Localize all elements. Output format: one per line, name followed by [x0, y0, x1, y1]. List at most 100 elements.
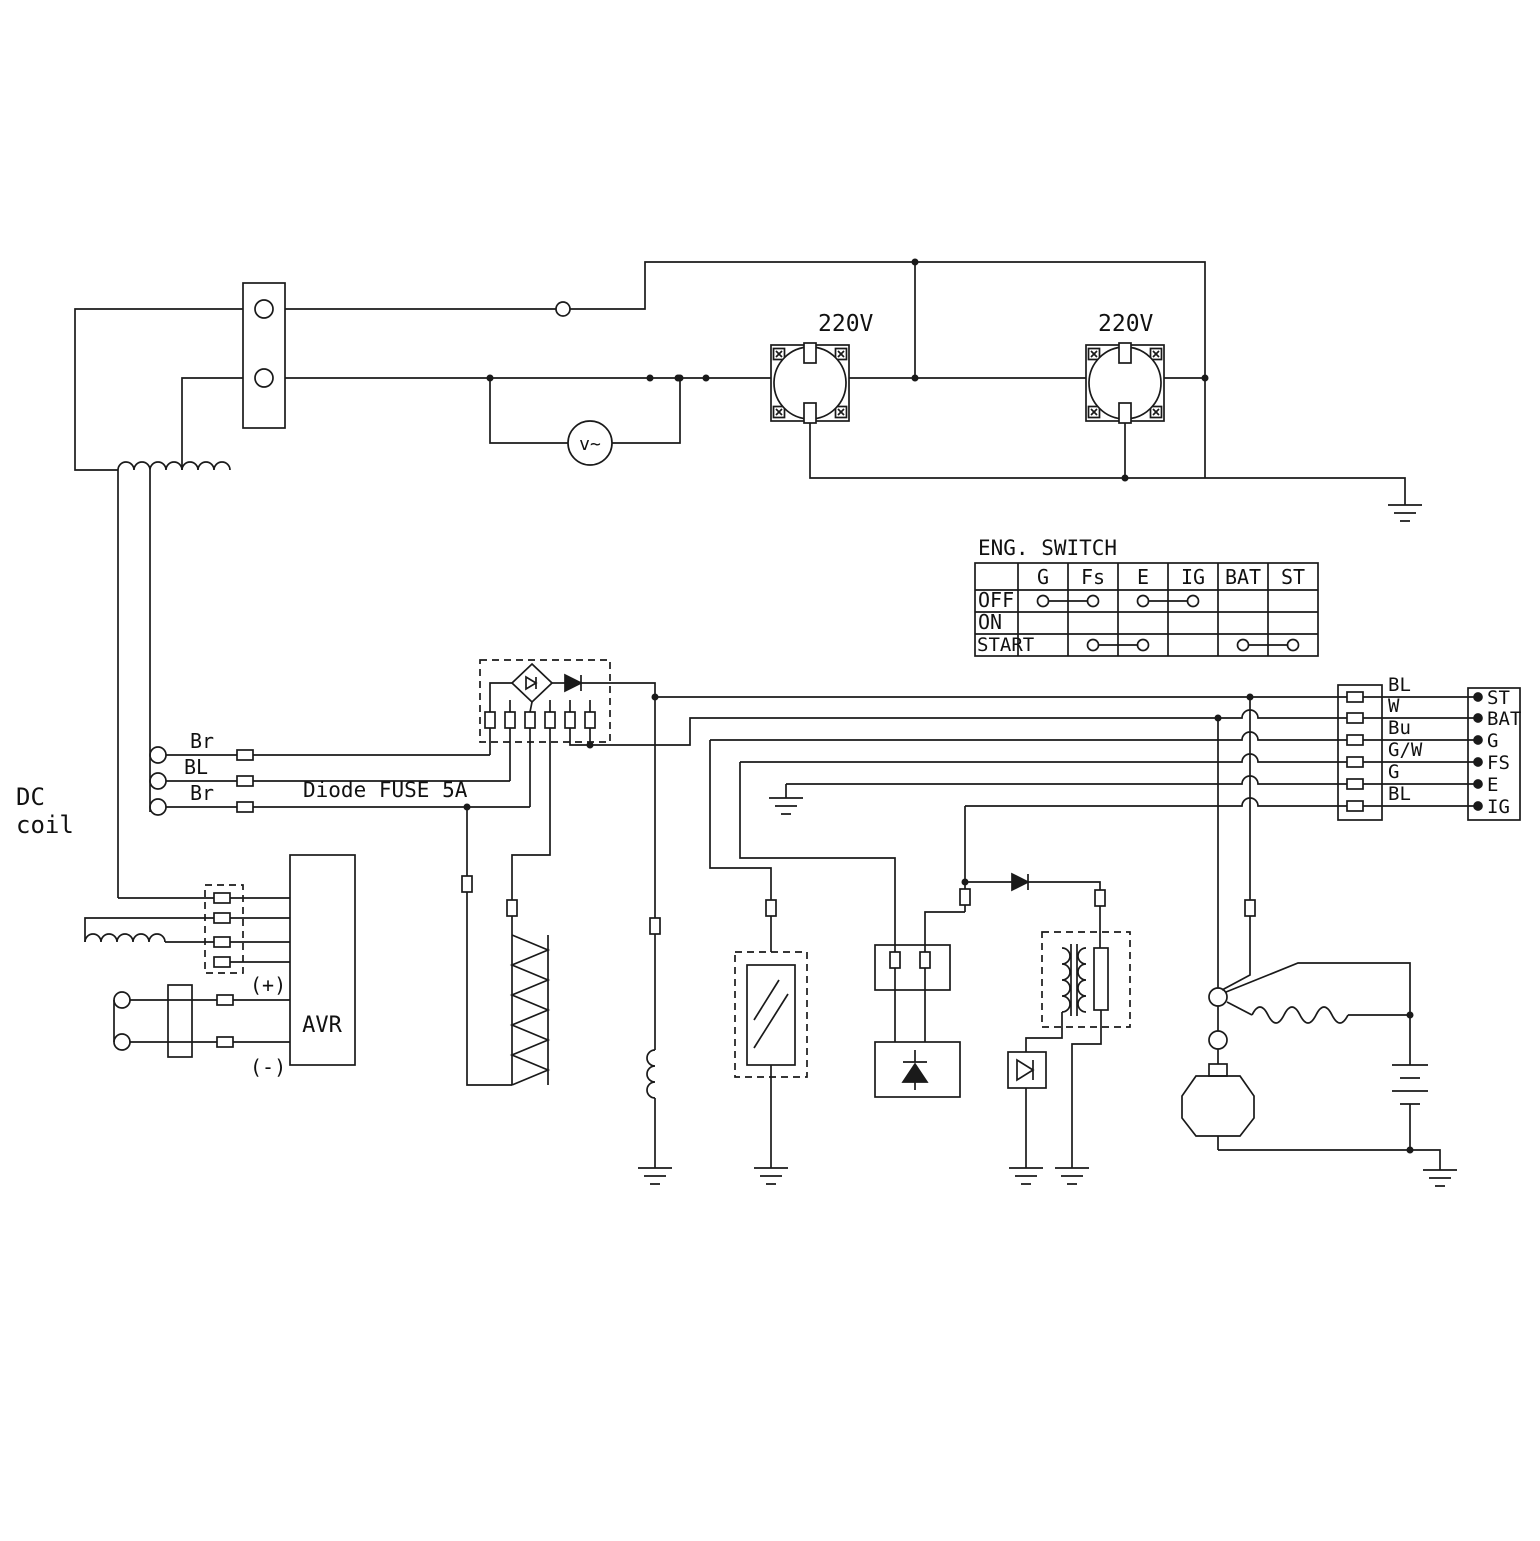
junction-dot [1405, 1010, 1415, 1020]
connector-pin [765, 899, 777, 917]
col-header: ST [1281, 565, 1305, 589]
connector-pin [1346, 712, 1364, 724]
connector-pin [1346, 756, 1364, 768]
ground-return [1218, 1149, 1458, 1187]
junction-dot [1213, 713, 1223, 723]
col-header: E [1137, 565, 1149, 589]
charge-coil-wires: Br BL Br Diode FUSE 5A [149, 728, 531, 816]
eng-switch-table: ENG. SWITCH G Fs E IG BAT ST OFF ON STAR… [974, 536, 1319, 657]
ignition-feed [959, 806, 1106, 948]
ground-icon [1387, 504, 1423, 522]
dc-winding-fuse: (+) (-) [113, 973, 290, 1079]
connector-pin [889, 951, 901, 969]
diode-fuse-label: Diode FUSE 5A [303, 778, 468, 802]
dc-coil-label: DC coil [16, 783, 74, 839]
terminal-label: BAT [1487, 708, 1521, 730]
harness-wires [569, 696, 1347, 815]
dc-coil-text-line1: DC [16, 783, 45, 811]
junction-dot [1245, 692, 1255, 702]
terminal-label: IG [1487, 796, 1510, 818]
row-label-off: OFF [978, 588, 1014, 612]
wire-color-label: G [1388, 761, 1399, 783]
connector-pin [1094, 889, 1106, 907]
connector-block: BL W Bu G/W G BL [1337, 674, 1474, 821]
connector-pin [1346, 778, 1364, 790]
connector-pin [524, 711, 536, 729]
starter-motor [1181, 1049, 1255, 1150]
diode-unit [1007, 1051, 1047, 1185]
connector-pin [959, 888, 971, 906]
junction-dot [485, 373, 495, 383]
connector-pin [216, 1036, 234, 1048]
main-winding [74, 308, 243, 898]
terminal-label: G [1487, 730, 1498, 752]
dc-coil-text-line2: coil [16, 811, 74, 839]
coil-ground-branch [637, 697, 673, 1185]
connector-pin [1346, 691, 1364, 703]
connector-pin [461, 875, 473, 893]
ground-icon [1008, 1167, 1044, 1185]
junction-dot [675, 373, 685, 383]
junction-dot [645, 373, 655, 383]
wire-color-label: BL [1388, 674, 1411, 696]
terminal-block: ST BAT G FS E IG [1467, 687, 1521, 821]
ground-icon [1422, 1169, 1458, 1187]
outlet-1: 220V [771, 311, 874, 423]
scr-unit [874, 1041, 961, 1098]
junction-dot [960, 877, 970, 887]
junction-dot [585, 740, 595, 750]
polarity-plus-label: (+) [250, 973, 286, 997]
outlet-socket-icon [771, 343, 849, 423]
connector-pin [216, 994, 234, 1006]
col-header: Fs [1081, 565, 1105, 589]
connector-pin [236, 801, 254, 813]
ground-icon [753, 1167, 789, 1185]
connector-pin [584, 711, 596, 729]
avr-unit: AVR [84, 854, 356, 1066]
junction-dot [462, 802, 472, 812]
starter-relay [1208, 962, 1411, 1065]
generator-output-block [242, 282, 286, 429]
indicator-lamp [709, 740, 808, 1185]
terminal-label: FS [1487, 752, 1510, 774]
fuse-icon [167, 984, 193, 1058]
terminal-label: E [1487, 774, 1498, 796]
wire-label-br1: Br [190, 729, 214, 753]
col-header: IG [1181, 565, 1205, 589]
wire-color-label: BL [1388, 783, 1411, 805]
row-label-on: ON [978, 610, 1002, 634]
connector-pin [1244, 899, 1256, 917]
ac-output-wiring [285, 261, 1423, 522]
col-header: BAT [1225, 565, 1261, 589]
outlet-socket-icon [1086, 343, 1164, 423]
junction-dot [910, 373, 920, 383]
connector-pin [213, 936, 231, 948]
switch-contacts [1036, 594, 1300, 652]
col-header: G [1037, 565, 1049, 589]
ground-icon [1054, 1167, 1090, 1185]
relay-spring-icon [1251, 1006, 1349, 1024]
diode-icon [1011, 872, 1030, 892]
connector-pin [544, 711, 556, 729]
relay-feed-wires [1217, 697, 1256, 991]
outlet-1-voltage-label: 220V [818, 311, 874, 337]
wire-color-label: Bu [1388, 717, 1411, 739]
junction-dot [650, 692, 660, 702]
connector-pin [1346, 734, 1364, 746]
connector-pin [504, 711, 516, 729]
polarity-minus-label: (-) [250, 1055, 286, 1079]
wire-label-br2: Br [190, 781, 214, 805]
connector-pin [506, 899, 518, 917]
resistor-icon [509, 934, 551, 1086]
battery [1392, 1064, 1428, 1150]
avr-label: AVR [302, 1013, 342, 1038]
wire-label-bl: BL [184, 755, 208, 779]
connector-pin [919, 951, 931, 969]
connector-pin [484, 711, 496, 729]
voltmeter: v~ [567, 420, 613, 466]
voltmeter-label: v~ [579, 434, 601, 455]
breaker-icon [555, 301, 571, 317]
junction-dot [701, 373, 711, 383]
junction-dot [1120, 473, 1130, 483]
